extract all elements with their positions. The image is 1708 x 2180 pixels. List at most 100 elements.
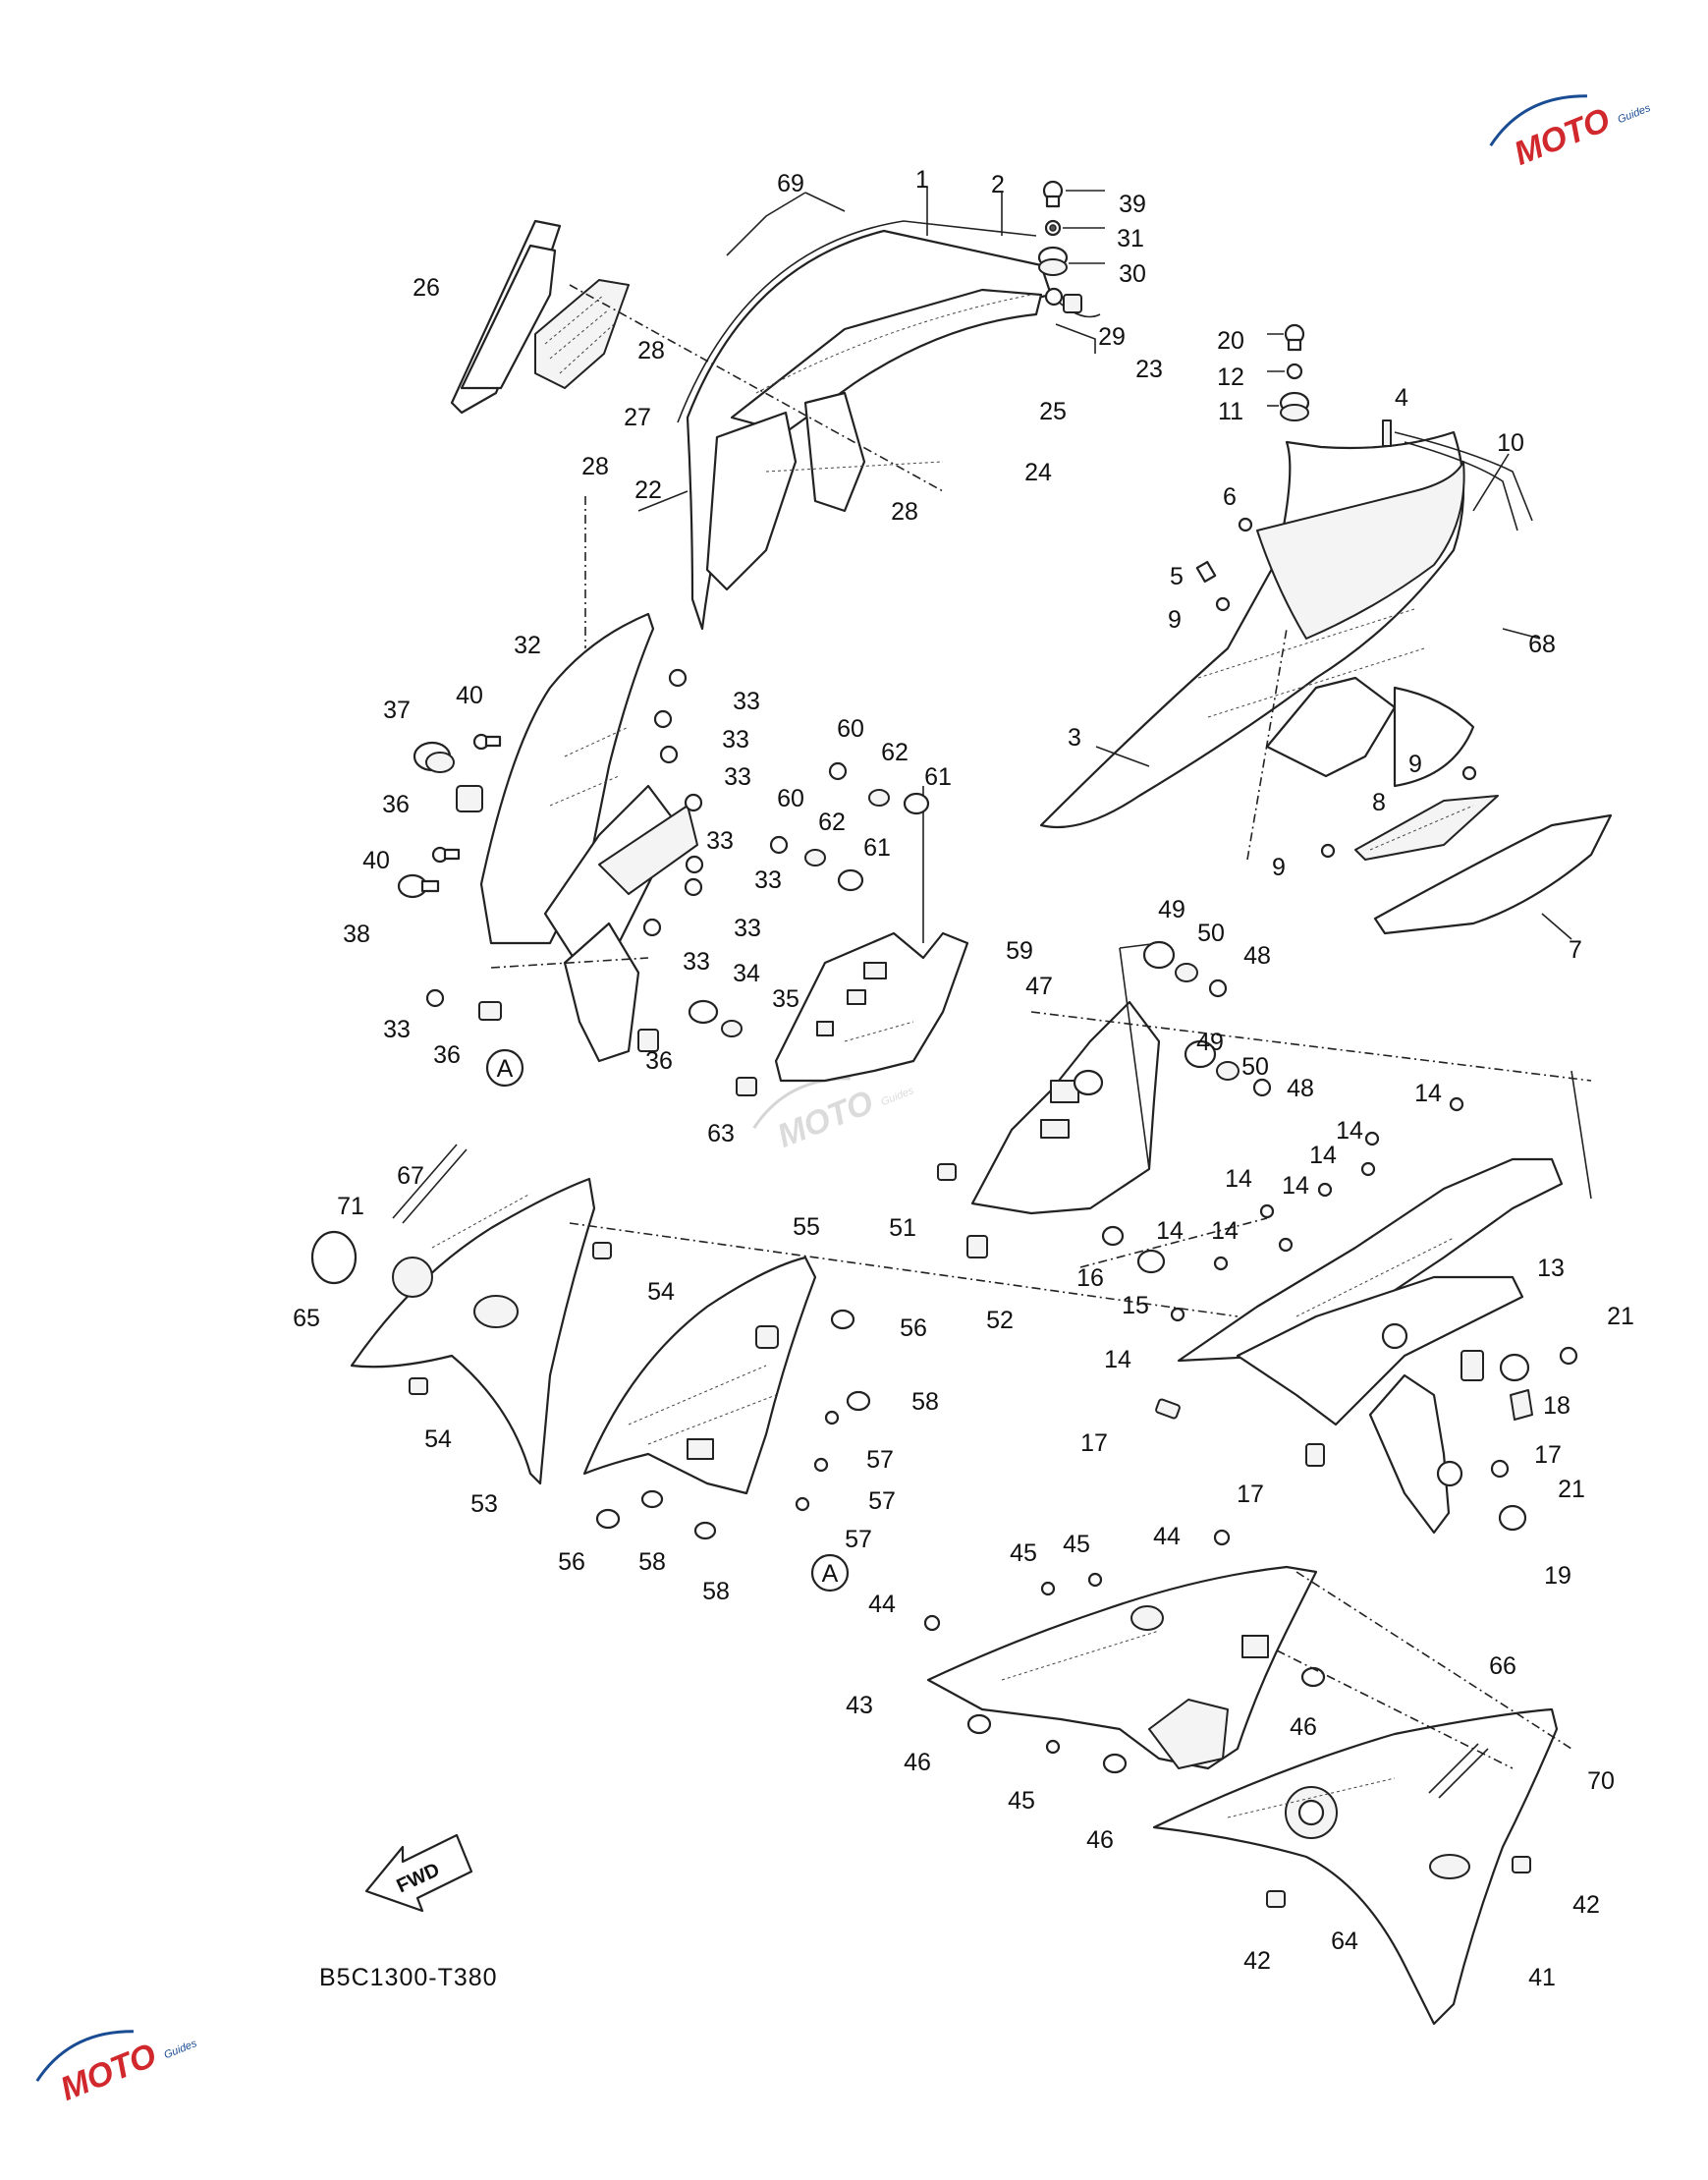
part-label-33: 33 — [706, 827, 734, 855]
part-label-42: 42 — [1572, 1891, 1600, 1919]
part-label-45: 45 — [1008, 1787, 1035, 1815]
bracket-47 — [937, 940, 1272, 1274]
part-label-34: 34 — [733, 960, 760, 987]
watermark-subtext-bottom: Guides — [162, 2038, 198, 2061]
part-label-33: 33 — [724, 763, 751, 791]
part-label-8: 8 — [1372, 789, 1386, 816]
part-label-50: 50 — [1197, 920, 1225, 947]
part-label-14: 14 — [1104, 1346, 1131, 1373]
part-label-55: 55 — [793, 1213, 820, 1241]
part-label-21: 21 — [1607, 1303, 1634, 1330]
part-label-36: 36 — [433, 1041, 461, 1069]
part-label-30: 30 — [1119, 260, 1146, 288]
watermark-logo-top: MOTO Guides — [1489, 94, 1653, 173]
part-label-17: 17 — [1080, 1429, 1108, 1457]
part-label-31: 31 — [1117, 225, 1144, 252]
inner-panel-55 — [582, 1256, 871, 1540]
fastener-stack-top — [1037, 180, 1105, 276]
lower-cover-43 — [923, 1529, 1326, 1774]
reference-mark-a-upper: A — [485, 1048, 524, 1088]
part-label-18: 18 — [1543, 1392, 1570, 1420]
part-label-63: 63 — [707, 1120, 735, 1147]
part-label-41: 41 — [1528, 1964, 1556, 1991]
part-label-57: 57 — [868, 1487, 896, 1515]
part-label-70: 70 — [1587, 1767, 1615, 1795]
part-label-33: 33 — [754, 866, 782, 894]
part-label-9: 9 — [1168, 606, 1182, 634]
front-fender-assembly — [677, 220, 1101, 631]
part-label-37: 37 — [383, 697, 411, 724]
side-cover-7 — [1320, 765, 1613, 935]
part-label-61: 61 — [863, 834, 891, 862]
part-label-48: 48 — [1243, 942, 1271, 970]
part-label-65: 65 — [293, 1305, 320, 1332]
inner-panel-32 — [479, 496, 698, 1063]
part-label-14: 14 — [1156, 1217, 1184, 1245]
part-label-38: 38 — [343, 921, 370, 948]
watermark-logo-bottom: MOTO Guides — [35, 2030, 199, 2108]
part-label-46: 46 — [1086, 1826, 1114, 1854]
part-label-33: 33 — [683, 948, 710, 976]
part-label-19: 19 — [1544, 1562, 1571, 1590]
part-label-54: 54 — [647, 1278, 675, 1306]
part-label-9: 9 — [1272, 854, 1286, 881]
diagram-code: B5C1300-T380 — [319, 1964, 498, 1991]
part-label-62: 62 — [818, 809, 846, 836]
part-label-51: 51 — [889, 1214, 916, 1242]
part-label-9: 9 — [1408, 751, 1422, 778]
part-label-33: 33 — [734, 915, 761, 942]
part-label-2: 2 — [991, 171, 1005, 198]
part-label-22: 22 — [634, 476, 662, 504]
part-label-71: 71 — [337, 1193, 364, 1220]
part-label-64: 64 — [1331, 1928, 1358, 1955]
assembly-reference-lines — [490, 284, 1592, 1769]
part-label-28: 28 — [891, 498, 918, 526]
part-label-62: 62 — [881, 739, 909, 766]
side-cowl-53 — [310, 1144, 612, 1485]
part-label-47: 47 — [1025, 973, 1053, 1000]
part-label-58: 58 — [911, 1388, 939, 1416]
part-label-56: 56 — [558, 1548, 585, 1576]
part-label-24: 24 — [1024, 459, 1052, 486]
part-label-7: 7 — [1569, 936, 1582, 964]
part-label-6: 6 — [1223, 483, 1237, 511]
part-label-15: 15 — [1122, 1292, 1149, 1319]
part-label-52: 52 — [986, 1307, 1014, 1334]
part-label-3: 3 — [1068, 724, 1081, 752]
part-label-12: 12 — [1217, 363, 1244, 391]
part-label-39: 39 — [1119, 191, 1146, 218]
part-label-10: 10 — [1497, 429, 1524, 457]
part-label-36: 36 — [382, 791, 410, 818]
watermark-subtext-middle: Guides — [879, 1085, 915, 1108]
reference-mark-a-lower: A — [810, 1553, 850, 1593]
part-label-69: 69 — [777, 170, 804, 197]
part-label-36: 36 — [645, 1047, 673, 1075]
part-label-46: 46 — [904, 1749, 931, 1776]
watermark-subtext-top: Guides — [1616, 102, 1652, 126]
part-label-14: 14 — [1282, 1172, 1309, 1200]
part-label-40: 40 — [456, 682, 483, 709]
part-label-35: 35 — [772, 985, 799, 1013]
forward-direction-arrow: FWD — [364, 1833, 473, 1913]
front-cowl-3 — [1039, 419, 1533, 829]
part-label-66: 66 — [1489, 1652, 1516, 1680]
part-label-28: 28 — [581, 453, 609, 480]
leader-lines — [637, 187, 1572, 940]
reference-mark-a-lower-text: A — [822, 1560, 839, 1588]
washers-33 — [425, 668, 704, 1008]
part-label-14: 14 — [1309, 1142, 1337, 1169]
part-label-40: 40 — [362, 847, 390, 874]
part-label-33: 33 — [733, 688, 760, 715]
part-label-28: 28 — [637, 337, 665, 364]
part-label-42: 42 — [1243, 1947, 1271, 1975]
side-plate-26 — [450, 219, 630, 415]
part-label-53: 53 — [470, 1490, 498, 1518]
part-label-57: 57 — [845, 1526, 872, 1553]
part-label-44: 44 — [1153, 1523, 1181, 1550]
part-label-33: 33 — [722, 726, 749, 754]
part-label-58: 58 — [702, 1578, 730, 1605]
part-label-13: 13 — [1537, 1255, 1565, 1282]
